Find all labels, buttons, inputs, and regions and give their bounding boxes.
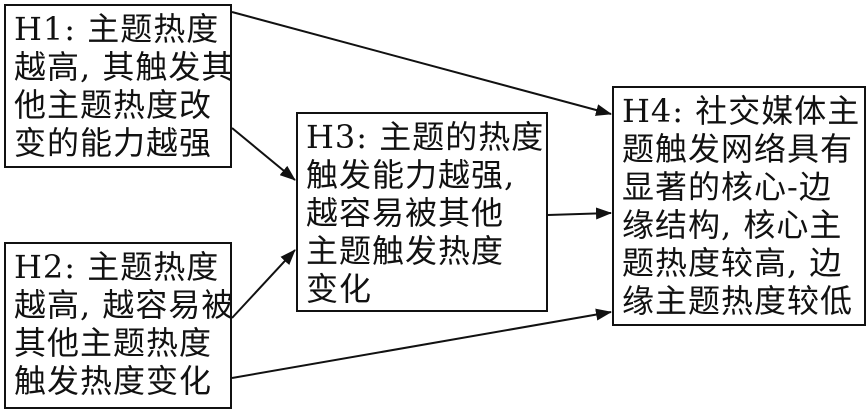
- box-text-line: 触发能力越强,: [306, 156, 516, 194]
- box-text-line: H2: 主题热度: [14, 248, 220, 286]
- box-text-line: 触发热度变化: [14, 362, 213, 400]
- arrow-h2-to-h4: [231, 308, 612, 379]
- box-text-line: 变的能力越强: [14, 124, 213, 162]
- box-text-line: 题热度较高, 边: [622, 244, 843, 282]
- box-text-line: 他主题热度改: [14, 86, 213, 124]
- arrow-h1-to-h4: [231, 11, 612, 116]
- hypothesis-box-h2: H2: 主题热度 越高, 越容易被 其他主题热度 触发热度变化: [4, 242, 232, 409]
- box-text-line: 显著的核心-边: [622, 168, 832, 206]
- arrow-h3-to-h4: [547, 207, 612, 220]
- box-text-line: 其他主题热度: [14, 324, 213, 362]
- box-text-line: 题触发网络具有: [622, 130, 854, 168]
- box-text-line: 越容易被其他: [306, 194, 505, 232]
- box-text-line: 缘结构, 核心主: [622, 206, 843, 244]
- box-text-line: 越高, 其触发其: [14, 48, 232, 86]
- box-text-line: 缘主题热度较低: [622, 282, 854, 320]
- box-text-line: 主题触发热度: [306, 232, 505, 270]
- box-text-line: 越高, 越容易被: [14, 286, 232, 324]
- box-text-line: 变化: [306, 270, 373, 308]
- box-text-line: H4: 社交媒体主: [622, 92, 861, 130]
- box-text-line: H1: 主题热度: [14, 10, 220, 48]
- hypothesis-box-h3: H3: 主题的热度 触发能力越强, 越容易被其他 主题触发热度 变化: [296, 112, 548, 312]
- arrow-h1-to-h3: [231, 127, 296, 181]
- arrow-h2-to-h3: [231, 249, 296, 319]
- hypothesis-box-h1: H1: 主题热度 越高, 其触发其 他主题热度改 变的能力越强: [4, 4, 232, 168]
- box-text-line: H3: 主题的热度: [306, 118, 545, 156]
- hypothesis-box-h4: H4: 社交媒体主 题触发网络具有 显著的核心-边 缘结构, 核心主 题热度较高…: [612, 86, 866, 326]
